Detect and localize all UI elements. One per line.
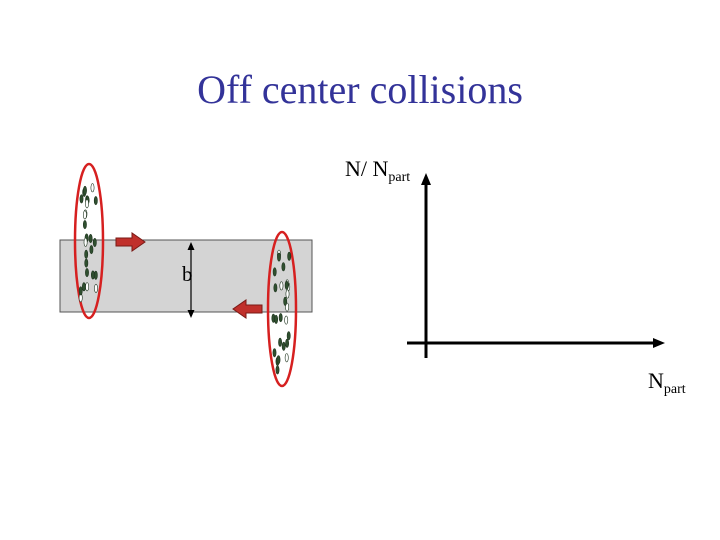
y-axis-label-subscript: part xyxy=(388,170,410,185)
nucleon xyxy=(285,316,288,324)
nucleon xyxy=(93,238,96,246)
impact-parameter-label: b xyxy=(182,264,193,285)
nucleon xyxy=(83,220,86,228)
nucleon xyxy=(285,354,288,362)
nucleon xyxy=(284,297,287,305)
nucleon xyxy=(94,196,97,204)
nucleon xyxy=(79,287,82,295)
x-axis-label-main: N xyxy=(648,368,664,393)
nucleon xyxy=(277,356,280,364)
nucleon xyxy=(282,263,285,271)
nucleon xyxy=(85,268,88,276)
nucleon xyxy=(83,186,86,194)
nucleon xyxy=(86,283,89,291)
nucleon xyxy=(82,283,85,291)
nucleon xyxy=(275,315,278,323)
nucleon xyxy=(273,349,276,357)
nucleon xyxy=(91,184,94,192)
x-axis-label-subscript: part xyxy=(664,382,686,397)
nucleon xyxy=(282,342,285,350)
nucleon xyxy=(83,211,86,219)
nucleon xyxy=(85,250,88,258)
x-axis-label: Npart xyxy=(648,370,686,397)
y-axis-label-main: N/ N xyxy=(345,156,388,181)
nucleon xyxy=(287,332,290,340)
nucleon xyxy=(280,282,283,290)
nucleon xyxy=(285,281,288,289)
nucleon xyxy=(80,195,83,203)
nucleon xyxy=(85,259,88,267)
nucleon xyxy=(94,271,97,279)
nucleon xyxy=(273,268,276,276)
nucleon xyxy=(89,234,92,242)
nucleon xyxy=(277,253,280,261)
nucleon xyxy=(279,313,282,321)
nucleon xyxy=(90,245,93,253)
nucleon xyxy=(286,339,289,347)
nucleon xyxy=(279,338,282,346)
nucleon xyxy=(274,284,277,292)
nucleon xyxy=(84,238,87,246)
nucleon xyxy=(286,290,289,298)
nucleon xyxy=(85,200,88,208)
nucleon xyxy=(288,252,291,260)
nucleon xyxy=(276,366,279,374)
y-axis-label: N/ Npart xyxy=(345,158,410,185)
nucleon xyxy=(94,284,97,292)
plot-axes xyxy=(407,173,665,358)
